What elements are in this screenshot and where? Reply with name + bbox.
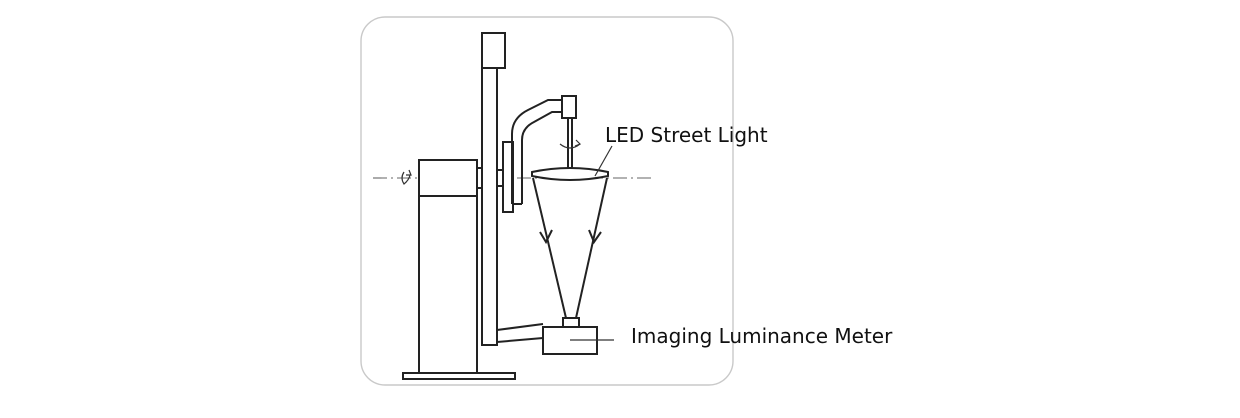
imaging-luminance-meter-label: Imaging Luminance Meter (631, 324, 893, 348)
light-beam-right (575, 177, 608, 319)
diagram-frame (360, 16, 734, 386)
meter-bracket (496, 323, 544, 331)
beam-arrow-left (539, 229, 553, 245)
led-street-light (531, 167, 609, 181)
left-tower (418, 159, 478, 374)
light-leader-line (594, 145, 613, 177)
vertical-rotation-icon (559, 139, 582, 149)
beam-arrow-right (588, 229, 602, 245)
light-beam-left (532, 177, 567, 319)
led-street-light-label: LED Street Light (605, 123, 768, 147)
curved-lamp-arm (511, 99, 563, 204)
mast-top-block (481, 32, 506, 69)
vertical-mast (481, 67, 498, 346)
lamp-mount (561, 95, 577, 119)
meter-lens (562, 317, 580, 328)
curved-lamp-arm-inner (521, 111, 563, 204)
horizontal-rotation-icon (401, 169, 412, 185)
